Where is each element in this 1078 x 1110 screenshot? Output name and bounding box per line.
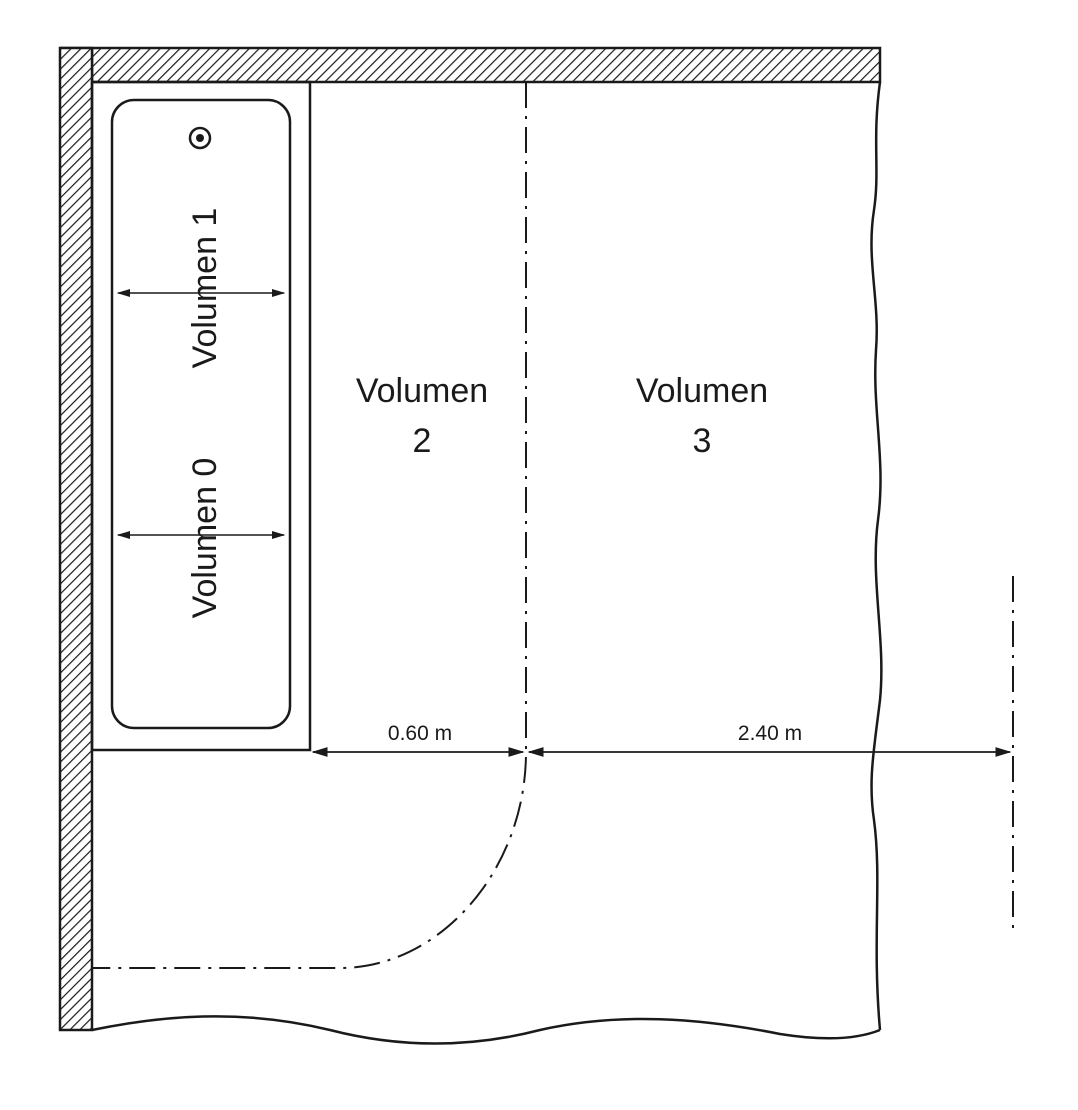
dimension-label-zone-2: 0.60 m [388, 722, 452, 745]
zone-2-label-line2: 2 [413, 422, 432, 460]
bathtub: Volumen 1 Volumen 0 [90, 80, 312, 752]
left-wall [58, 46, 94, 1032]
zone-1-label: Volumen 1 [186, 208, 224, 369]
dimensions: 0.60 m 2.40 m [311, 722, 1012, 757]
top-wall [60, 46, 882, 84]
zone-boundaries [92, 82, 1014, 969]
right-break-line [870, 81, 883, 1031]
walls [58, 46, 882, 1032]
zone-0-label: Volumen 0 [186, 458, 224, 619]
zone-labels: Volumen 2 Volumen 3 [356, 372, 768, 460]
zone-3-label-line1: Volumen [636, 372, 768, 410]
zone-2-label-line1: Volumen [356, 372, 488, 410]
bottom-break-line [91, 1015, 881, 1045]
dimension-label-zone-3: 2.40 m [738, 722, 802, 745]
zone-2-boundary [92, 82, 527, 969]
room-outline [91, 81, 883, 1045]
bathtub-inner [110, 98, 292, 730]
shower-head-icon [188, 126, 212, 150]
zone-3-label-line2: 3 [693, 422, 712, 460]
bathtub-outer [90, 80, 312, 752]
